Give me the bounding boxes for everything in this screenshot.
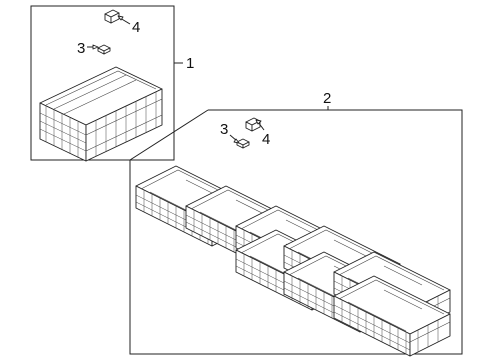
assembly-2-frame — [129, 109, 463, 355]
cover-clip-part — [236, 138, 250, 149]
bracket-clip-part — [104, 9, 120, 24]
callout-3-arrowhead — [233, 138, 240, 144]
clip-3-callout: 3 — [77, 40, 85, 57]
assembly-2-group: 2 4 3 — [129, 90, 463, 357]
assembly-1-callout: 1 — [186, 55, 194, 72]
assembly-2-callout: 2 — [323, 90, 331, 107]
callout-4-arrowhead — [255, 119, 262, 125]
clip-4-callout: 4 — [262, 131, 270, 148]
assembly-1-frame — [30, 5, 175, 161]
clip-3-callout: 3 — [220, 121, 228, 138]
battery-pack-module — [39, 66, 163, 162]
assembly-1-group: 1 4 3 — [30, 5, 194, 162]
clip-4-callout: 4 — [132, 19, 140, 36]
callout-3-arrowhead — [92, 44, 99, 50]
cover-clip-part — [97, 44, 111, 55]
callout-4-arrowhead — [117, 15, 124, 21]
